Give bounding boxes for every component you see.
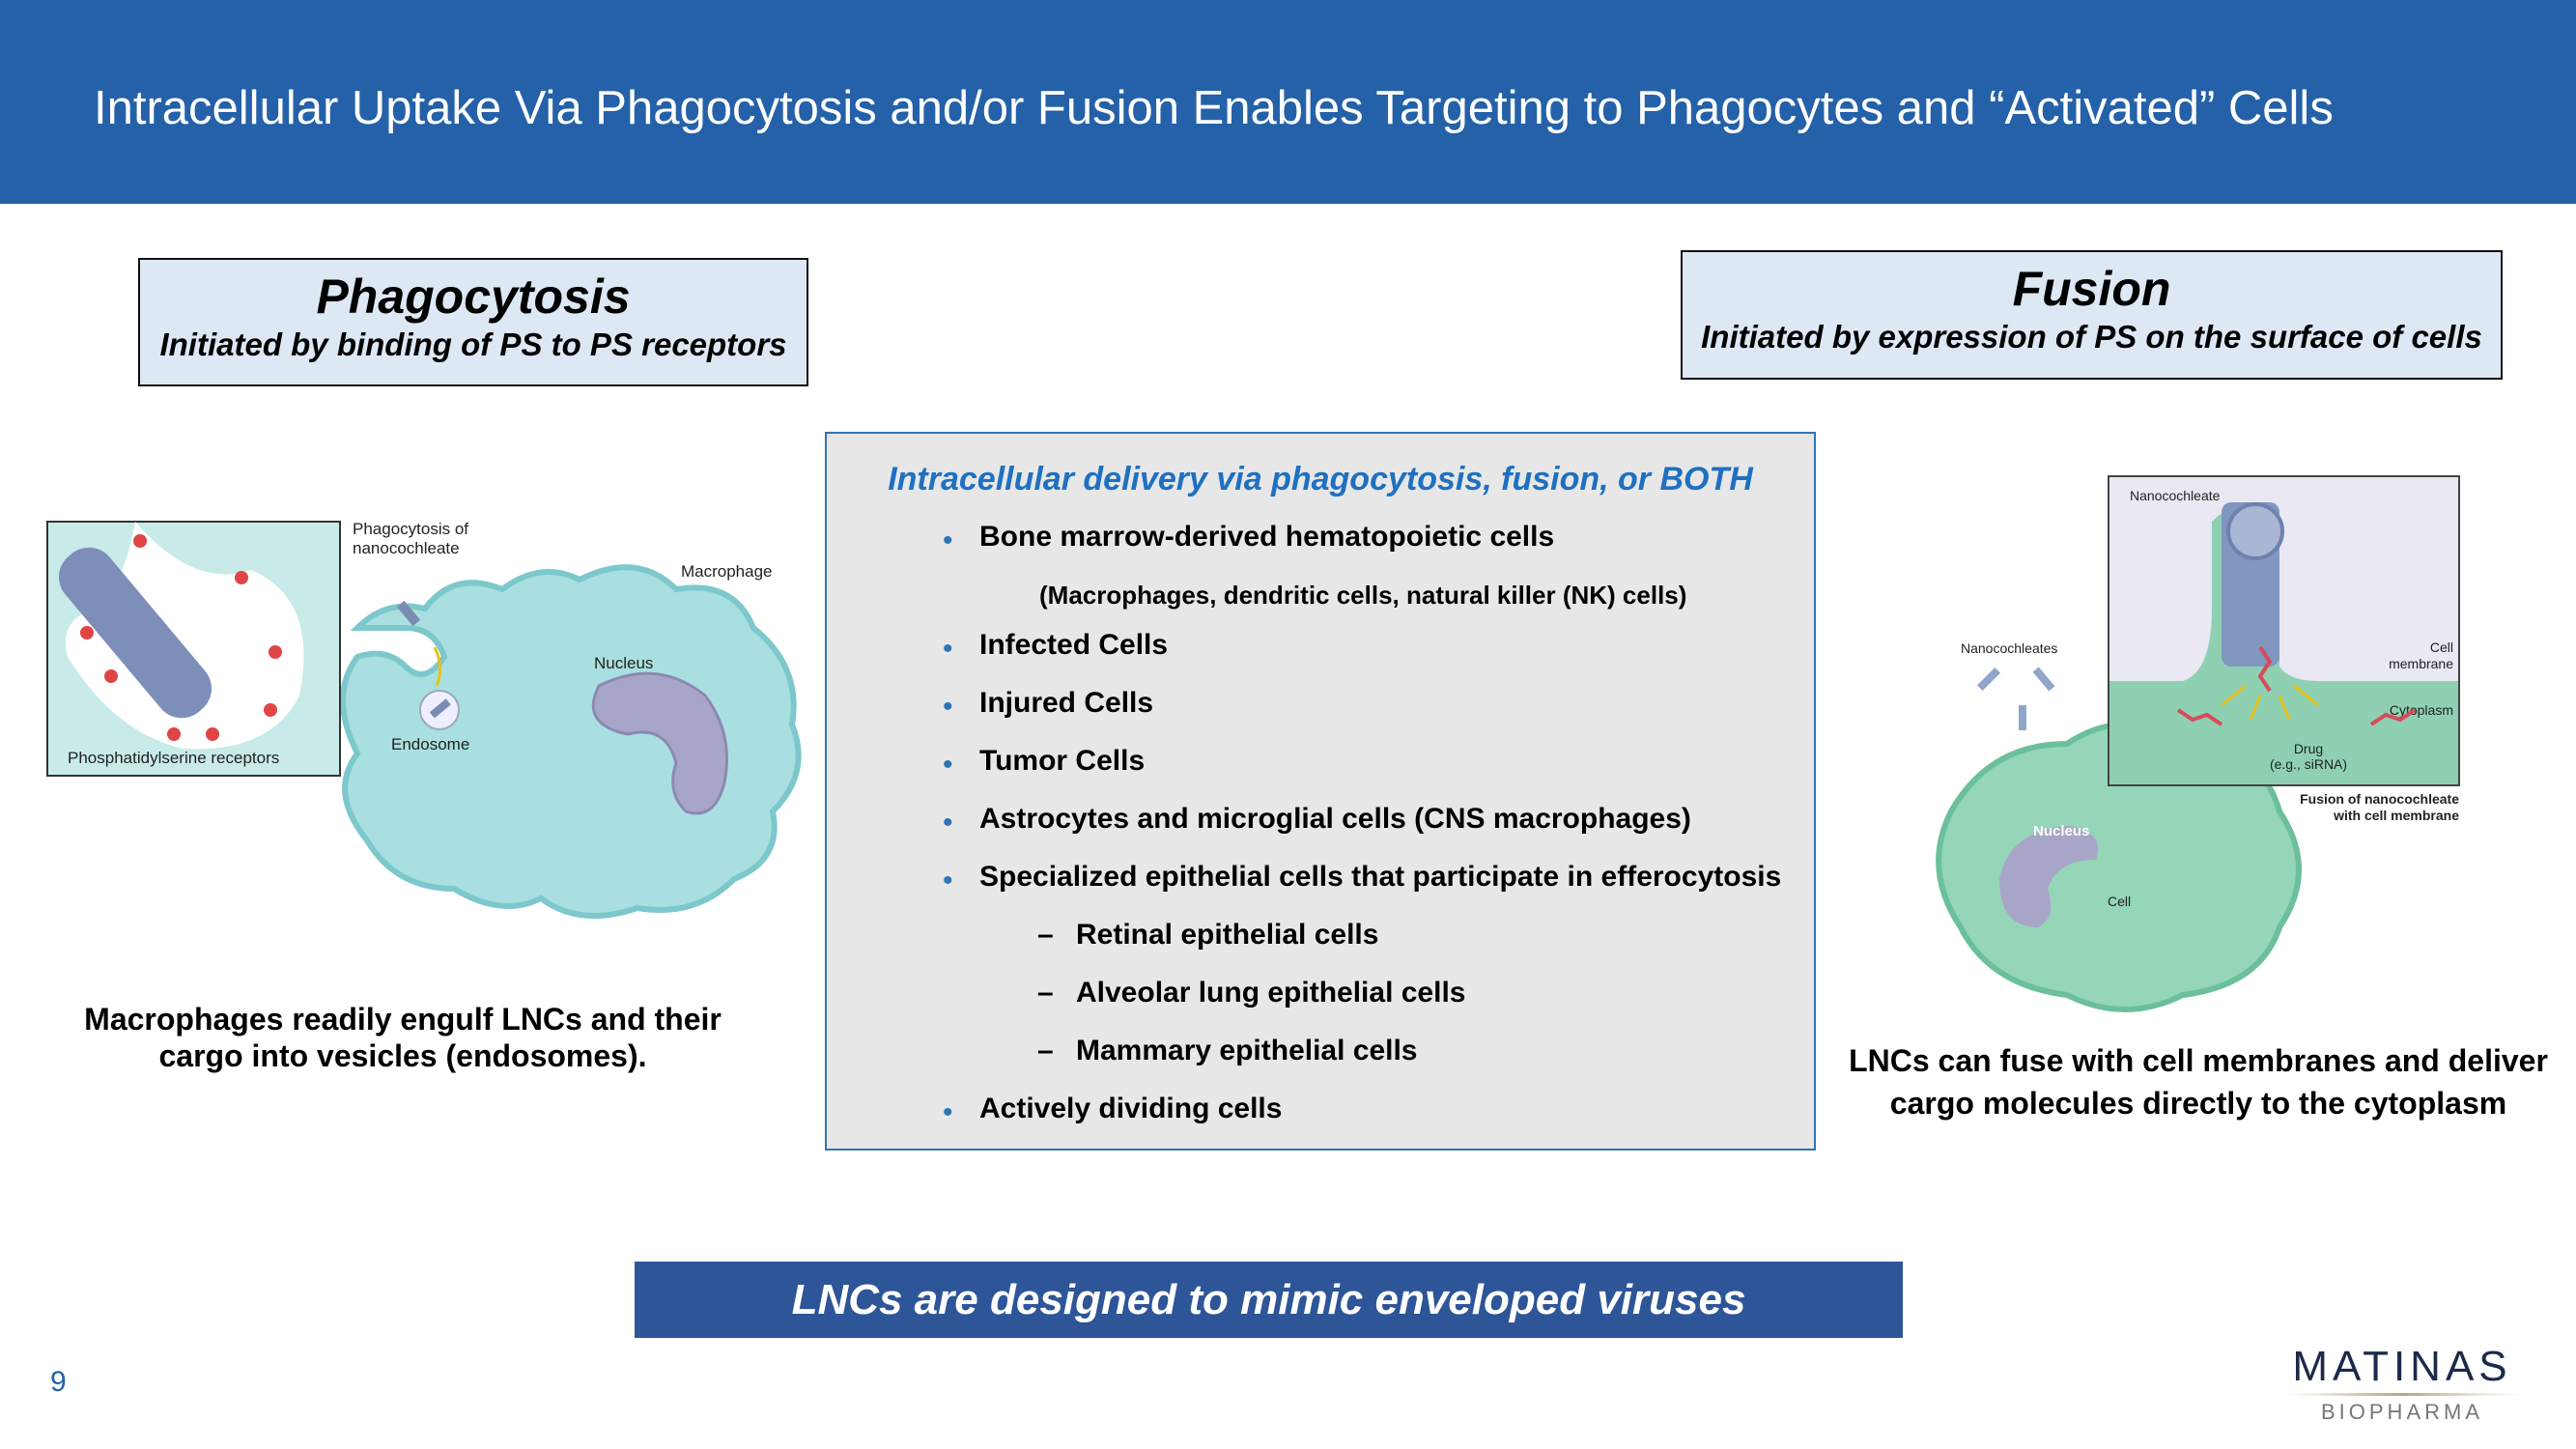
fusion-subtitle: Initiated by expression of PS on the sur… [1701, 319, 2482, 355]
fusion-heading: Fusion [2012, 262, 2171, 316]
nanocochleates-label: Nanocochleates [1961, 640, 2057, 656]
bullet-icon: • [943, 1096, 953, 1128]
bullet-icon: • [943, 525, 953, 556]
nucleus-label: Nucleus [594, 654, 653, 672]
bullet-icon: • [943, 691, 953, 723]
delivery-list-item: Infected Cells [979, 629, 1169, 661]
caption-line: cargo into vesicles (endosomes). [158, 1038, 647, 1073]
delivery-list-item: Bone marrow-derived hematopoietic cells [979, 521, 1555, 553]
dash-icon: – [1037, 1035, 1054, 1066]
fusion-label-2: with cell membrane [2333, 808, 2459, 823]
cell-membrane-label-1: Cell [2430, 639, 2453, 655]
dash-icon: – [1037, 977, 1054, 1009]
ps-receptors-label: Phosphatidylserine receptors [68, 749, 279, 767]
phagocytosis-illustration: Nucleus Macrophage Phagocytosis of nanoc… [46, 520, 802, 919]
phagocytosis-label-2: nanocochleate [353, 539, 460, 557]
caption-line: LNCs can fuse with cell membranes and de… [1849, 1043, 2548, 1078]
dash-icon: – [1037, 919, 1054, 951]
bullet-icon: • [943, 633, 953, 665]
delivery-list-item: Retinal epithelial cells [1076, 919, 1379, 951]
logo-sub: BIOPHARMA [2320, 1400, 2484, 1424]
page-number: 9 [50, 1366, 67, 1398]
delivery-list-item: Actively dividing cells [979, 1093, 1283, 1124]
phagocytosis-header-box: Phagocytosis Initiated by binding of PS … [138, 258, 808, 386]
delivery-list-item: Specialized epithelial cells that partic… [979, 861, 1782, 893]
delivery-list-item: Tumor Cells [979, 745, 1146, 777]
cytoplasm-label: Cytoplasm [2390, 702, 2453, 718]
delivery-list-item: Astrocytes and microglial cells (CNS mac… [979, 803, 1691, 835]
fusion-nucleus-label: Nucleus [2033, 823, 2089, 839]
fusion-header-box: Fusion Initiated by expression of PS on … [1681, 250, 2503, 380]
phagocytosis-label-1: Phagocytosis of [353, 520, 468, 538]
delivery-list-item: Injured Cells [979, 687, 1154, 719]
bottom-banner: LNCs are designed to mimic enveloped vir… [635, 1262, 1903, 1338]
cell-label: Cell [2108, 894, 2131, 909]
delivery-list-item: (Macrophages, dendritic cells, natural k… [1039, 581, 1687, 610]
fusion-caption: LNCs can fuse with cell membranes and de… [1849, 1039, 2548, 1124]
endosome-label: Endosome [391, 735, 469, 753]
drug-label-2: (e.g., siRNA) [2270, 756, 2347, 772]
logo-name: MATINAS [2292, 1343, 2512, 1390]
macrophage-label: Macrophage [681, 562, 773, 581]
fusion-label-1: Fusion of nanocochleate [2300, 791, 2459, 807]
matinas-logo: MATINAS BIOPHARMA [2272, 1345, 2533, 1425]
bullet-icon: • [943, 749, 953, 781]
phagocytosis-caption: Macrophages readily engulf LNCs and thei… [84, 1001, 722, 1074]
phagocytosis-heading: Phagocytosis [316, 270, 631, 324]
drug-label-1: Drug [2294, 741, 2323, 756]
fusion-illustration: Nucleus Cell Nanocochleates Nanocochleat… [1936, 475, 2460, 1012]
title-bar [0, 0, 2576, 204]
caption-line: Macrophages readily engulf LNCs and thei… [84, 1002, 722, 1037]
nanocochleate-label: Nanocochleate [2130, 488, 2221, 503]
bullet-icon: • [943, 807, 953, 838]
delivery-box: Intracellular delivery via phagocytosis,… [825, 432, 1816, 1151]
delivery-list-item: Alveolar lung epithelial cells [1076, 977, 1466, 1009]
cell-membrane-label-2: membrane [2389, 656, 2453, 671]
phagocytosis-subtitle: Initiated by binding of PS to PS recepto… [159, 327, 787, 362]
delivery-list-item: Mammary epithelial cells [1076, 1035, 1418, 1066]
slide-title: Intracellular Uptake Via Phagocytosis an… [94, 82, 2334, 134]
caption-line: cargo molecules directly to the cytoplas… [1889, 1086, 2507, 1121]
delivery-title: Intracellular delivery via phagocytosis,… [888, 461, 1753, 497]
bullet-icon: • [943, 865, 953, 896]
